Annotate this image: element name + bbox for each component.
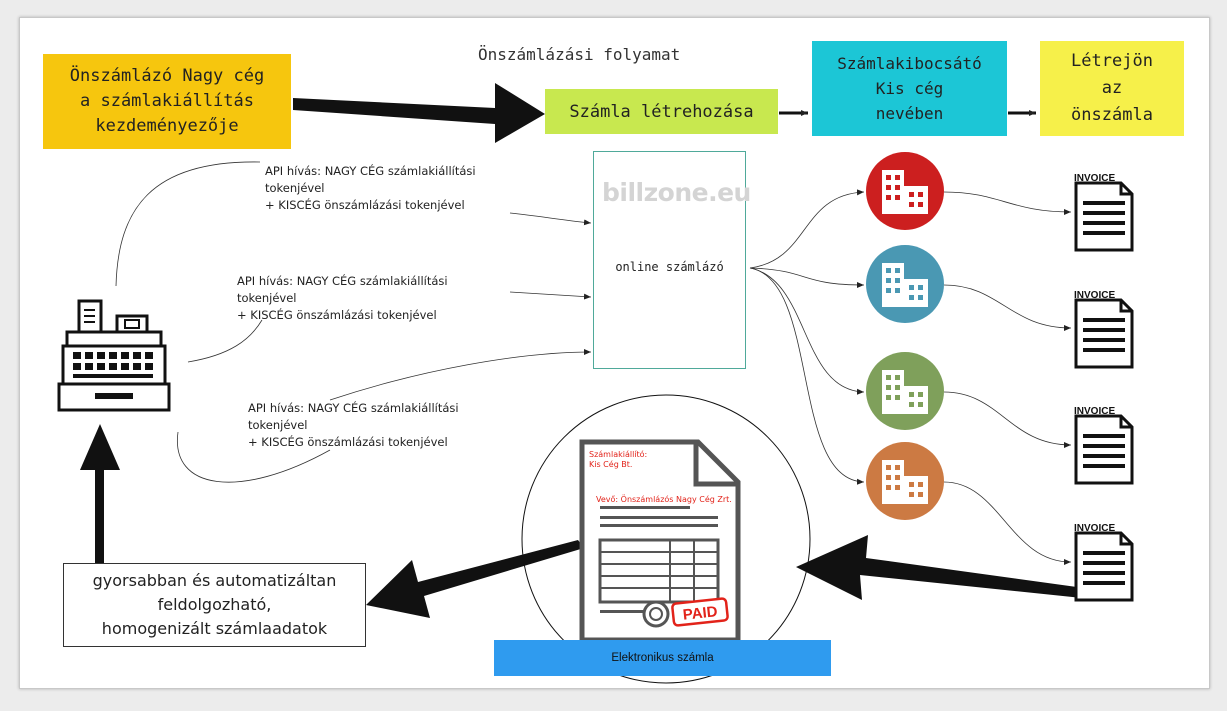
api-call-text-2: API hívás: NAGY CÉG számlakiállítási tok… (237, 274, 448, 322)
api-curve-1b (509, 212, 592, 226)
api-call-text-3: API hívás: NAGY CÉG számlakiállítási tok… (248, 401, 459, 449)
paid-stamp-text: PAID (682, 603, 718, 624)
invoice-label: INVOICE (1074, 406, 1115, 417)
invoice-label: INVOICE (1074, 523, 1115, 534)
result-box: Létrejön az önszámla (1040, 41, 1184, 136)
building-icon-orange (866, 442, 944, 520)
paid-stamp-icon: PAID (671, 597, 729, 627)
document-buyer-text: Vevő: Önszámlázós Nagy Cég Zrt. (596, 495, 732, 504)
flow-title: Önszámlázási folyamat (478, 45, 681, 64)
e-invoice-document: PAID Számlakiállító: Kis Cég Bt. Vevő: Ö… (520, 416, 818, 680)
fan-2 (749, 267, 865, 288)
e-invoice-circle (521, 394, 811, 684)
api-call-text-1: API hívás: NAGY CÉG számlakiállítási tok… (265, 164, 476, 212)
to-invoice-1 (943, 191, 1072, 215)
api-curve-2 (187, 319, 263, 363)
issuer-box: Számlakibocsátó Kis cég nevében (812, 41, 1007, 136)
api-curve-1 (115, 161, 261, 287)
big-arrow-summary-to-register (80, 424, 120, 563)
building-icon-red (866, 152, 944, 230)
fan-4 (749, 267, 865, 485)
document-icon: PAID (579, 439, 741, 643)
create-invoice-box: Számla létrehozása (545, 89, 778, 134)
invoice-icon: INVOICE (1074, 290, 1134, 369)
fan-3 (749, 267, 865, 395)
fan-1 (749, 189, 865, 269)
big-arrow-invoice-to-doc (796, 535, 1084, 600)
online-billing-box: billzone.eu online számlázó (593, 151, 751, 369)
to-invoice-3 (943, 391, 1072, 448)
api-curve-2b (509, 291, 592, 300)
e-invoice-label-bar: Elektronikus számla (494, 640, 831, 676)
invoice-label: INVOICE (1074, 173, 1115, 184)
api-curve-3 (177, 431, 331, 483)
invoice-icon: INVOICE (1074, 406, 1134, 485)
invoice-icon: INVOICE (1074, 173, 1134, 252)
summary-box: gyorsabban és automatizáltan feldolgozha… (63, 563, 366, 647)
api-curve-3b (329, 349, 592, 401)
initiator-box: Önszámlázó Nagy cég a számlakiállítás ke… (43, 54, 291, 149)
building-icon-green (866, 352, 944, 430)
cash-register-icon (57, 299, 171, 412)
to-invoice-2 (943, 284, 1072, 331)
document-issuer-text: Számlakiállító: Kis Cég Bt. (589, 450, 648, 469)
invoice-label: INVOICE (1074, 290, 1115, 301)
building-icon-blue (866, 245, 944, 323)
big-arrow-initiator (293, 83, 545, 143)
billing-label: online számlázó (615, 260, 724, 274)
billzone-logo: billzone.eu (602, 178, 751, 207)
seal-icon (642, 600, 670, 628)
invoice-icon: INVOICE (1074, 523, 1134, 602)
big-arrow-doc-to-summary (366, 540, 584, 618)
to-invoice-4 (943, 481, 1072, 565)
